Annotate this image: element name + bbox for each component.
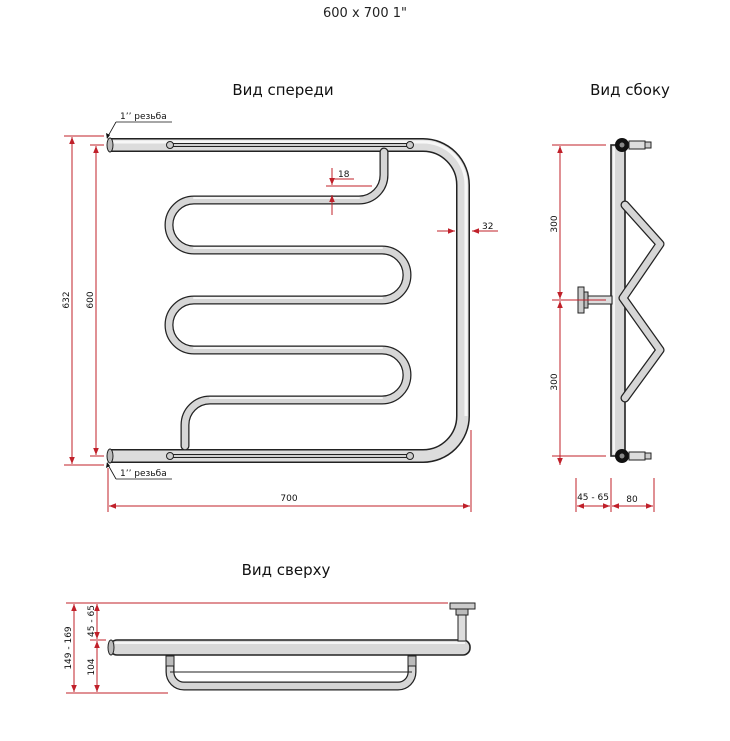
dim-center-distance-value: 600 [86, 291, 96, 308]
top-bracket [449, 602, 476, 642]
thread-end-bottom [106, 448, 114, 464]
front-frame-pipe [110, 138, 470, 463]
thread-label-top: 1’’ резьба [120, 112, 167, 122]
dim-total-height-value: 632 [62, 291, 72, 308]
thread-callout-bottom: 1’’ резьба [106, 462, 172, 480]
top-view-label: Вид сверху [242, 561, 331, 579]
dim-pipe: 32 [437, 222, 498, 234]
thread-label-bottom: 1’’ резьба [120, 469, 167, 479]
dim-top-total: 149 - 169 [64, 602, 448, 694]
drawing-title: 600 x 700 1" [323, 6, 407, 21]
side-view: Вид сбоку [550, 81, 670, 512]
top-coil-loop [165, 655, 417, 691]
side-view-label: Вид сбоку [590, 81, 670, 99]
dim-side-bottom: 45 - 65 80 [575, 478, 655, 512]
thread-end-top [106, 137, 114, 153]
side-zigzag [618, 200, 665, 403]
dim-side-lower: 300 [550, 301, 606, 465]
dim-depth-value: 80 [626, 495, 638, 505]
dim-side-upper: 300 [550, 144, 606, 301]
dim-width-value: 700 [280, 494, 297, 504]
front-view-label: Вид спереди [232, 81, 333, 99]
dim-top-depth: 104 [87, 641, 100, 692]
dim-offset-value: 45 - 65 [577, 493, 609, 503]
side-fitting-bottom [615, 449, 652, 463]
dim-pipe-value: 32 [482, 222, 493, 232]
dim-top-total-value: 149 - 169 [64, 626, 74, 670]
dim-gap-value: 18 [338, 170, 350, 180]
top-view: Вид сверху 149 - 169 [64, 561, 476, 694]
serpentine-tube [164, 147, 412, 451]
bridge-rod-top [166, 141, 414, 149]
dim-side-upper-value: 300 [550, 215, 560, 232]
dim-side-lower-value: 300 [550, 373, 560, 390]
dim-top-offset-value: 45 - 65 [87, 605, 97, 637]
dim-center-distance: 600 [86, 144, 104, 457]
top-main-pipe [107, 639, 471, 656]
dim-width: 700 [107, 430, 472, 512]
dim-total-height: 632 [62, 135, 104, 466]
bridge-rod-bottom [166, 452, 414, 460]
dim-top-depth-value: 104 [87, 658, 97, 675]
side-fitting-top [615, 138, 652, 152]
dim-top-offset: 45 - 65 [87, 604, 106, 641]
thread-callout-top: 1’’ резьба [106, 112, 172, 139]
front-view: Вид спереди [62, 81, 498, 512]
dim-gap: 18 [326, 168, 372, 215]
